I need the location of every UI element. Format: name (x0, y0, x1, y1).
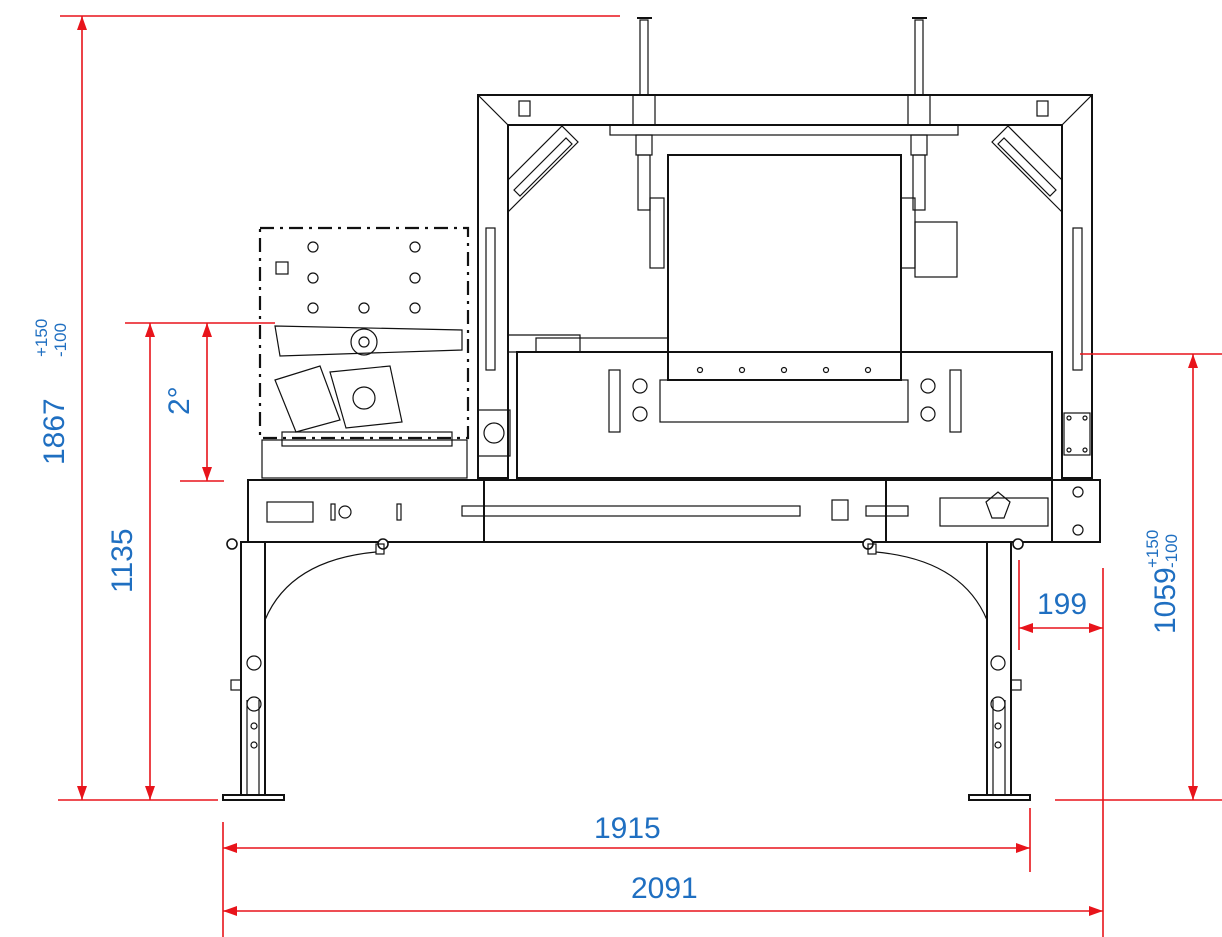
conveyor-height-tol-lower: -100 (1162, 534, 1181, 568)
table-beam (226, 479, 1101, 550)
overall-height-tol-lower: -100 (51, 323, 70, 357)
table-height-value: 1135 (106, 528, 139, 593)
conveyor-height-label: 1059 +150 -100 (1143, 530, 1182, 634)
legs (222, 541, 1031, 801)
overall-height-value: 1867 (38, 398, 71, 465)
conveyor-height-tol-upper: +150 (1143, 530, 1162, 568)
machine-outline (222, 17, 1101, 801)
overall-height-label: 1867 +150 -100 (32, 319, 71, 465)
dimension-lines (58, 15, 1222, 937)
overall-height-tol-upper: +150 (32, 319, 51, 357)
dimension-labels: 1867 +150 -100 1135 2° 1059 +150 -100 19… (32, 319, 1182, 905)
leg-span-value: 1915 (594, 812, 661, 845)
conveyor-housing (477, 334, 1053, 479)
portal-frame (477, 94, 1093, 479)
adjust-rods (632, 17, 958, 278)
tilt-angle-value: 2° (163, 386, 196, 415)
conveyor-height-value: 1059 (1149, 567, 1182, 634)
tilt-angle-label: 2° (163, 386, 196, 415)
table-height-label: 1135 (106, 528, 139, 593)
left-module (258, 226, 470, 479)
top-head-box (667, 154, 902, 381)
overall-length-value: 2091 (631, 872, 698, 905)
offset-right-value: 199 (1037, 588, 1087, 621)
